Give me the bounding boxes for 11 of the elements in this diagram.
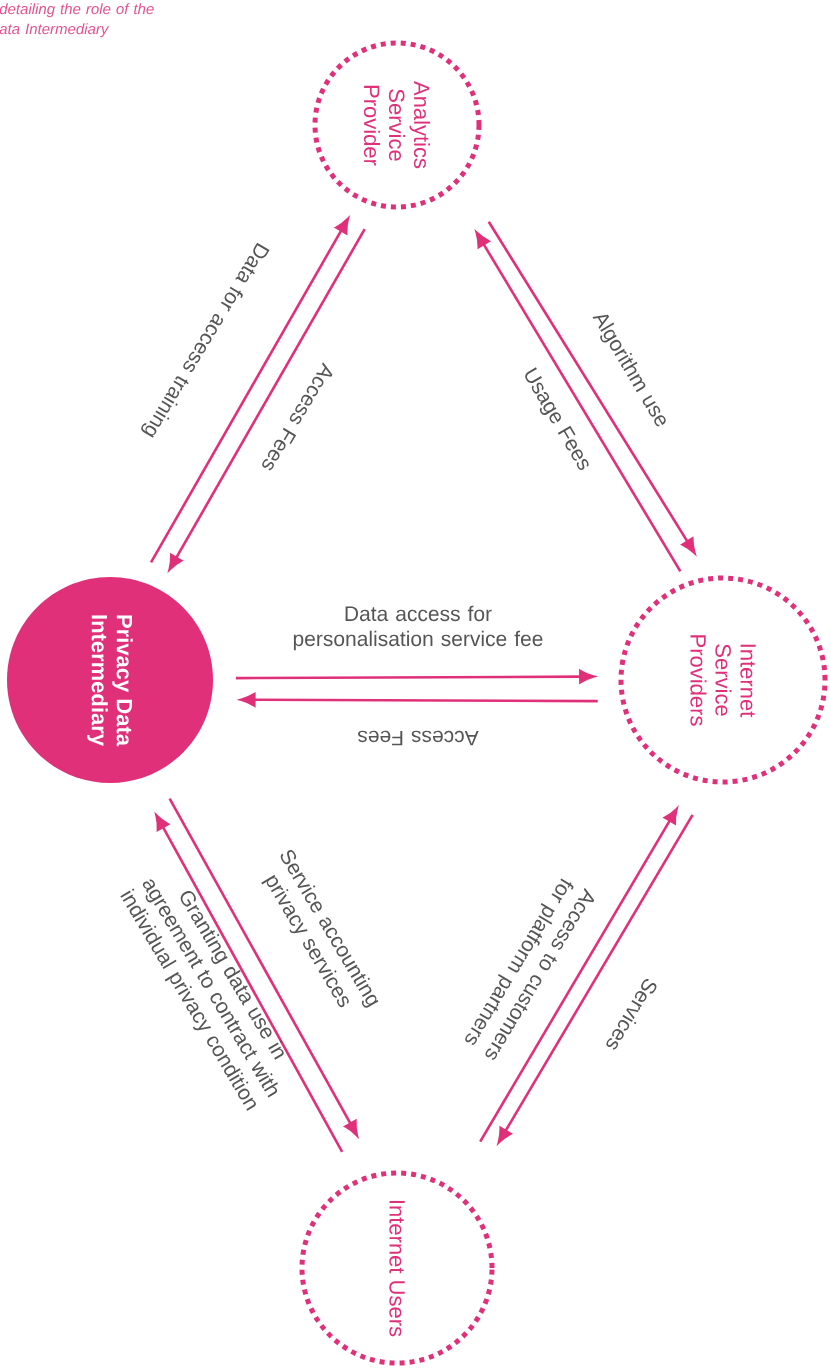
edge-label: Access Fees [358, 730, 479, 746]
arrow [487, 221, 696, 554]
arrow [497, 814, 694, 1144]
arrow [168, 228, 366, 571]
edge-label: Data access for personalisation service fee [293, 605, 543, 651]
arrow [479, 808, 678, 1143]
arrow [149, 217, 349, 564]
caption-text: detailing the role of the ata Intermediary [0, 3, 154, 38]
arrow [168, 798, 359, 1137]
arrow [475, 231, 682, 572]
arrow [155, 814, 344, 1153]
